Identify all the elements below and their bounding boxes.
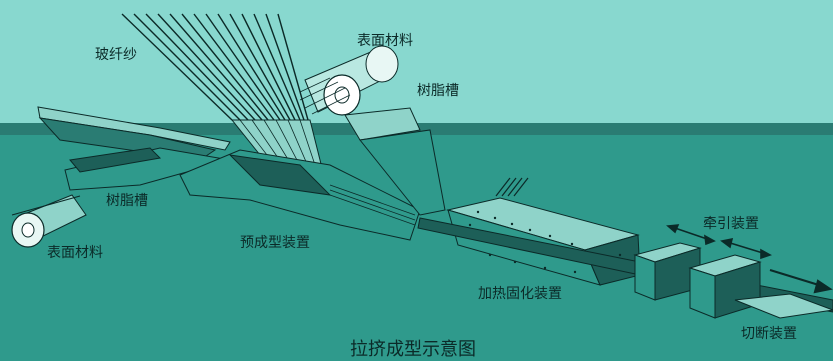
- resin-tank-top: [344, 107, 421, 141]
- traction-arrows: [666, 224, 772, 260]
- heating-wires: [495, 177, 529, 197]
- resin-tank-top-label: 树脂槽: [417, 83, 459, 99]
- surface-material-roll-top: [299, 45, 399, 116]
- glass-fiber-strands: [121, 13, 309, 121]
- heating-curing-device-label: 加热固化装置: [478, 286, 562, 302]
- surface-material-roll-left: [11, 194, 87, 248]
- resin-tank-left-label: 树脂槽: [106, 193, 148, 209]
- traction-device-label: 牵引装置: [703, 216, 759, 232]
- resin-tank-left-inner: [69, 147, 162, 173]
- preforming-device-label: 预成型装置: [240, 235, 310, 251]
- cutting-device-label: 切断装置: [741, 326, 797, 342]
- diagram-title: 拉挤成型示意图: [350, 339, 476, 360]
- surface-material-top-label: 表面材料: [357, 33, 413, 49]
- glass-fiber-label: 玻纤纱: [95, 47, 137, 63]
- preforming-device: [179, 149, 421, 241]
- cut-piece: [734, 293, 833, 319]
- output-arrow: [769, 268, 833, 294]
- resin-bath-housing: [359, 129, 446, 216]
- background-top: [0, 0, 833, 123]
- surface-material-left-label: 表面材料: [47, 245, 103, 261]
- preforming-device-lines: [329, 184, 416, 226]
